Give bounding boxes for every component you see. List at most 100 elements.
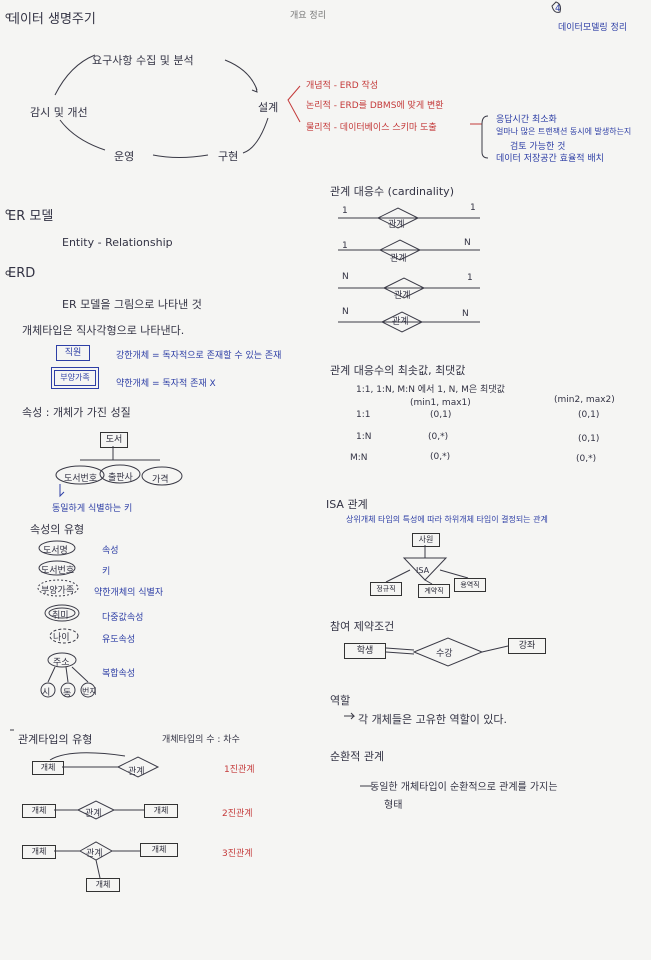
lifecycle-impl: 구현 <box>218 150 239 163</box>
attr-type-label-1: 도서명 <box>43 546 68 556</box>
isa-sub-1: 정규직 <box>370 582 402 596</box>
attribute-title: 속성 : 개체가 가진 성질 <box>22 406 131 419</box>
cardinality-title: 관계 대응수 (cardinality) <box>330 185 454 198</box>
notes-brace <box>481 115 489 159</box>
attr-type-desc-2: 키 <box>102 567 111 577</box>
page-number-circle <box>551 1 561 13</box>
attr-type-desc-4: 다중값속성 <box>102 613 144 623</box>
attr-type-label-6: 주소 <box>53 658 70 668</box>
design-note-1: 응답시간 최소화 <box>496 115 557 125</box>
isa-triangle-label: ISA <box>416 566 430 575</box>
design-conceptual: 개념적 - ERD 작성 <box>306 81 379 91</box>
card-right-1: 1 <box>470 203 476 213</box>
design-note-4: 데이터 저장공간 효율적 배치 <box>496 154 604 164</box>
card-right-2: N <box>464 238 471 248</box>
minmax-type-3: M:N <box>350 453 368 463</box>
attr-ellipse-1 <box>55 465 105 485</box>
isa-super-box: 사원 <box>412 533 440 547</box>
lifecycle-req: 요구사항 수집 및 분석 <box>92 54 194 67</box>
binary-rel-label: 관계 <box>85 809 102 819</box>
attr-type-label-2: 도서번호 <box>41 566 75 576</box>
design-logical: 논리적 - ERD를 DBMS에 맞게 변환 <box>306 101 444 111</box>
minmax-left-2: (0,*) <box>428 432 449 442</box>
ternary-entity-1: 개체 <box>22 845 56 859</box>
attr-type-desc-5: 유도속성 <box>102 635 136 645</box>
arrow-design-impl <box>242 117 269 154</box>
attr-type-label-4: 취미 <box>52 611 69 621</box>
card-rel-3: 관계 <box>394 291 411 301</box>
arrow-impl-ops <box>152 154 209 158</box>
attr-ellipse-2 <box>99 464 141 484</box>
attr-type-desc-3: 약한개체의 식별자 <box>94 588 164 598</box>
minmax-right-1: (0,1) <box>578 410 600 420</box>
binary-entity-1: 개체 <box>22 804 56 818</box>
isa-sub-3: 용역직 <box>454 578 486 592</box>
minmax-type-1: 1:1 <box>356 410 371 420</box>
er-model-title: ER 모델 <box>8 209 54 224</box>
minmax-right-2: (0,1) <box>578 434 600 444</box>
composite-sub-3: 번지 <box>82 687 97 696</box>
ternary-rel-label: 관계 <box>86 849 103 859</box>
entity-type-title: 개체타입은 직사각형으로 나타낸다. <box>22 324 185 337</box>
degree-title: 개체타입의 수 : 차수 <box>162 735 240 745</box>
isa-sub-2: 계약직 <box>418 584 450 598</box>
participation-title: 참여 제약조건 <box>330 620 395 633</box>
unary-label: 1진관계 <box>224 765 255 775</box>
bullet-dot <box>5 13 11 19</box>
card-right-3: 1 <box>467 273 473 283</box>
lifecycle-ops: 운영 <box>114 150 135 163</box>
minmax-left-head: (min1, max1) <box>410 398 471 408</box>
composite-sub-2: 동 <box>63 689 72 699</box>
arrow-monitor-req <box>54 54 96 96</box>
design-note-3: 검토 가능한 것 <box>510 142 566 152</box>
card-left-3: N <box>342 272 349 282</box>
card-right-4: N <box>462 309 469 319</box>
strong-entity-desc: 강한개체 = 독자적으로 존재할 수 있는 존재 <box>116 351 282 361</box>
attribute-note: 동일하게 식별하는 키 <box>52 504 133 514</box>
lifecycle-design: 설계 <box>258 101 279 114</box>
relationship-title: 관계타입의 유형 <box>18 733 93 746</box>
binary-entity-2: 개체 <box>144 804 178 818</box>
header-center-text: 개요 정리 <box>290 11 326 21</box>
unary-rel-label: 관계 <box>128 767 145 777</box>
minmax-left-3: (0,*) <box>430 452 451 462</box>
card-left-4: N <box>342 307 349 317</box>
isa-desc: 상위개체 타입의 특성에 따라 하위개체 타입이 결정되는 관계 <box>346 515 548 524</box>
binary-label: 2진관계 <box>222 809 253 819</box>
attr-oval-2: 출판사 <box>108 473 133 483</box>
attr-type-desc-1: 속성 <box>102 546 119 556</box>
recursive-title: 순환적 관계 <box>330 750 385 763</box>
attr-type-label-5: 나이 <box>53 633 70 643</box>
recursive-desc-2: 형태 <box>384 800 403 811</box>
minmax-subtitle: 1:1, 1:N, M:N 에서 1, N, M은 최댓값 <box>356 385 505 395</box>
unary-entity: 개체 <box>32 761 64 775</box>
strong-entity-box: 직원 <box>56 345 90 361</box>
minmax-title: 관계 대응수의 최솟값, 최댓값 <box>330 364 466 377</box>
participation-mid: 수강 <box>436 649 453 659</box>
role-desc: 각 개체들은 고유한 역할이 있다. <box>358 713 508 726</box>
attr-oval-3: 가격 <box>152 475 169 485</box>
ternary-label: 3진관계 <box>222 849 253 859</box>
lifecycle-title: 데이터 생명주기 <box>8 12 96 27</box>
card-left-1: 1 <box>342 206 348 216</box>
design-note-2: 얼마나 많은 트랜잭션 동시에 발생하는지 <box>496 127 632 136</box>
card-rel-1: 관계 <box>388 220 405 230</box>
weak-entity-box: 부양가족 <box>51 367 99 389</box>
er-model-desc: Entity - Relationship <box>62 236 173 249</box>
isa-title: ISA 관계 <box>326 498 368 511</box>
participation-left: 학생 <box>344 643 386 659</box>
participation-right: 강좌 <box>508 638 546 654</box>
page-number: 4 <box>555 4 561 14</box>
erd-desc: ER 모델을 그림으로 나타낸 것 <box>62 298 202 311</box>
minmax-left-1: (0,1) <box>430 410 452 420</box>
minmax-right-head: (min2, max2) <box>554 395 615 405</box>
design-physical: 물리적 - 데이터베이스 스키마 도출 <box>306 123 437 133</box>
header-right-text: 데이터모델링 정리 <box>558 23 628 33</box>
composite-sub-1: 시 <box>42 688 51 698</box>
role-title: 역할 <box>330 694 351 707</box>
recursive-desc: 동일한 개체타입이 순환적으로 관계를 가지는 <box>370 782 558 793</box>
minmax-right-3: (0,*) <box>576 454 597 464</box>
arrow-req-design <box>224 59 258 91</box>
